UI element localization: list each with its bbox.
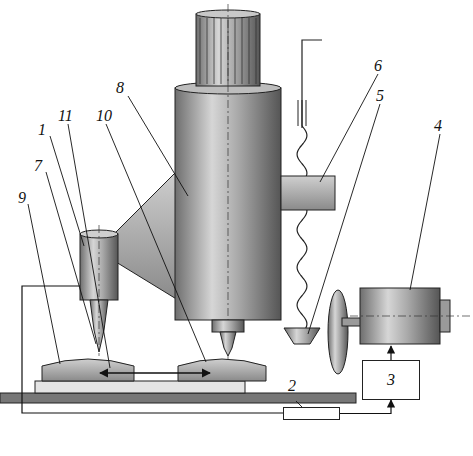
screw-rod — [302, 100, 303, 126]
screw-top — [302, 40, 322, 128]
signal-connector — [340, 400, 391, 414]
control-unit-box: 3 — [362, 360, 420, 400]
fin-line — [256, 18, 257, 84]
leader-line — [320, 74, 378, 182]
callout-number: 5 — [376, 88, 384, 104]
fin-line — [207, 18, 208, 84]
screw-rod — [306, 100, 307, 126]
motor-axis — [350, 316, 470, 317]
fin-line — [200, 18, 201, 84]
spindle-nose — [212, 320, 244, 332]
cutter — [220, 332, 236, 356]
workpiece-model — [42, 359, 134, 381]
leader-line — [410, 134, 440, 290]
fin-line — [214, 18, 215, 84]
leader-line — [46, 172, 96, 344]
screw-thread — [297, 126, 307, 330]
screw-nut — [281, 176, 335, 210]
leader-line — [68, 124, 110, 368]
feed-arrow — [100, 372, 210, 373]
fin-line — [242, 18, 243, 84]
screw-rod — [298, 100, 299, 126]
callout-number: 2 — [288, 378, 296, 394]
fin-line — [235, 18, 236, 84]
drive-shaft — [342, 318, 362, 326]
leader-line — [50, 136, 84, 246]
amplifier-box: 2 — [283, 407, 340, 420]
drive-gear — [328, 290, 348, 374]
leader-line — [128, 96, 188, 196]
signal-wire — [22, 286, 283, 413]
fin-line — [249, 18, 250, 84]
callout-number: 7 — [34, 158, 42, 174]
leader-line — [106, 124, 206, 362]
callout-number: 4 — [434, 118, 442, 134]
leader-lines — [28, 74, 440, 409]
callout-number: 8 — [116, 80, 124, 96]
workpiece-blank — [178, 359, 266, 381]
callout-number: 9 — [18, 190, 26, 206]
arm-bracket — [116, 170, 178, 300]
probe-axis — [99, 225, 100, 356]
leader-line — [308, 104, 380, 334]
center-line — [228, 4, 229, 360]
fin-line — [221, 18, 222, 84]
work-table — [35, 381, 245, 393]
signal-wire — [390, 346, 391, 360]
machine-bed — [0, 393, 356, 403]
callout-number: 6 — [374, 58, 382, 74]
callout-number: 10 — [96, 108, 112, 124]
callout-number: 3 — [387, 372, 395, 388]
callout-number: 1 — [38, 122, 46, 138]
leader-line — [28, 204, 60, 364]
callout-number: 11 — [58, 108, 73, 124]
bevel-gear — [284, 328, 320, 344]
